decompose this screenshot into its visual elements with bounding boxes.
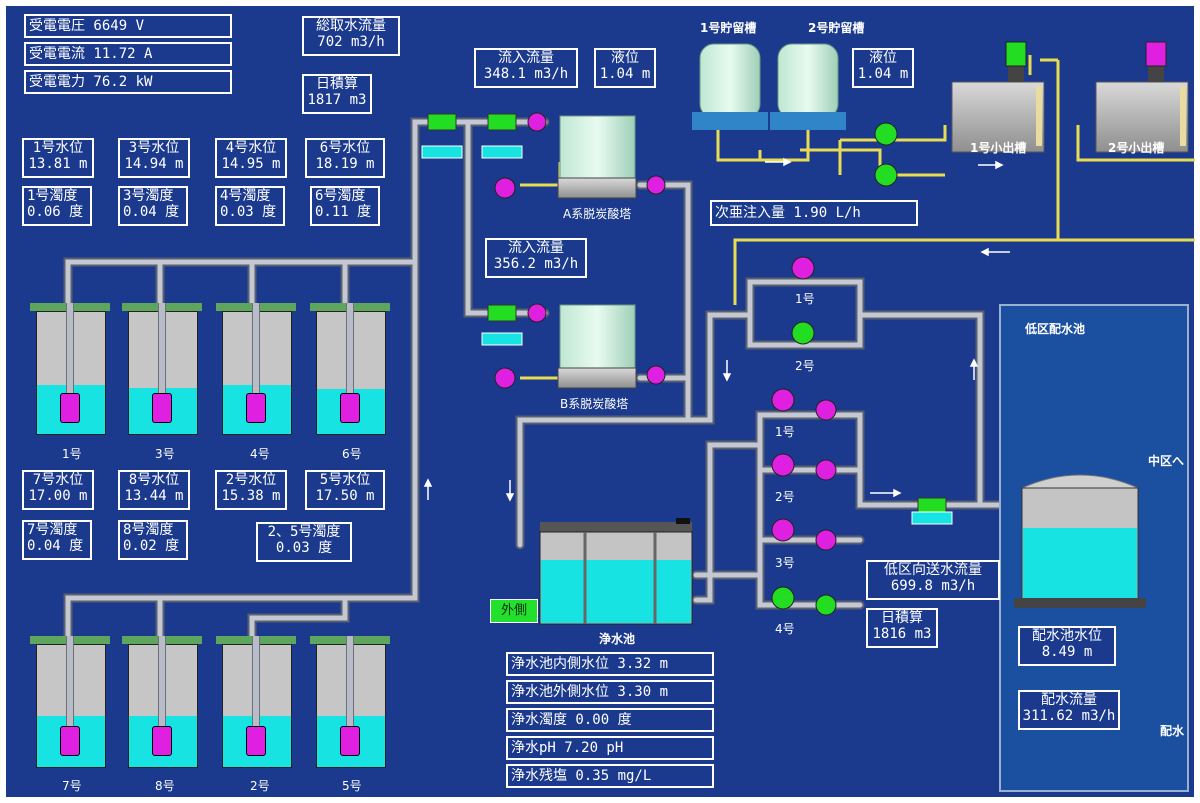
flow-arrows <box>423 157 1010 502</box>
clear-well-outer-level: 浄水池外側水位 3.30 m <box>506 680 714 704</box>
well-pump[interactable] <box>152 393 172 423</box>
mixing-tank-1-label: 1号小出槽 <box>970 141 1027 155</box>
to-middle-zone-label: 中区へ <box>1148 454 1185 468</box>
well-label: 1号 <box>62 447 82 461</box>
receive-power: 受電電力 76.2 kW <box>24 70 232 94</box>
well-label: 7号 <box>62 779 82 793</box>
well-label: 6号 <box>342 447 362 461</box>
clear-ph: 浄水pH 7.20 pH <box>506 736 714 760</box>
storage-tank-2-label: 2号貯留槽 <box>808 21 865 35</box>
degasifier-b <box>557 304 637 389</box>
well-pump[interactable] <box>246 726 266 756</box>
booster-pump-1-label: 1号 <box>795 292 815 306</box>
pumps <box>494 112 898 616</box>
booster-pump-2-label: 2号 <box>795 359 815 373</box>
transfer-pump-3-label: 3号 <box>775 556 795 570</box>
transfer-pump-1-label: 1号 <box>775 425 795 439</box>
hypochlorite-dose: 次亜注入量 1.90 L/h <box>710 200 918 226</box>
well-3[interactable] <box>122 303 202 435</box>
clear-well-tank <box>539 518 693 625</box>
well-4[interactable] <box>216 303 296 435</box>
storage-tank-1-label: 1号貯留槽 <box>700 21 757 35</box>
clear-well-inner-level: 浄水池内側水位 3.32 m <box>506 652 714 676</box>
clear-chlorine: 浄水残塩 0.35 mg/L <box>506 764 714 788</box>
well-pump[interactable] <box>152 726 172 756</box>
outside-button[interactable]: 外側 <box>490 599 538 623</box>
mixing-tanks <box>951 41 1189 153</box>
well-pump[interactable] <box>60 393 80 423</box>
well-8[interactable] <box>122 636 202 768</box>
clear-turbidity: 浄水濁度 0.00 度 <box>506 708 714 732</box>
well-5[interactable] <box>310 636 390 768</box>
clear-well-label: 浄水池 <box>599 632 636 646</box>
degas-a-label: A系脱炭酸塔 <box>563 207 632 221</box>
receive-voltage: 受電電圧 6649 V <box>24 14 232 38</box>
distribution-label: 配水 <box>1160 724 1185 738</box>
well-pump[interactable] <box>60 726 80 756</box>
well-pump[interactable] <box>246 393 266 423</box>
mixing-tank-2-label: 2号小出槽 <box>1108 141 1165 155</box>
transfer-pump-2-label: 2号 <box>775 490 795 504</box>
well-label: 2号 <box>250 779 270 793</box>
receive-current: 受電電流 11.72 A <box>24 42 232 66</box>
transfer-pump-4-label: 4号 <box>775 622 795 636</box>
well-pump[interactable] <box>340 726 360 756</box>
well-2[interactable] <box>216 636 296 768</box>
well-label: 8号 <box>155 779 175 793</box>
well-pump[interactable] <box>340 393 360 423</box>
well-label: 3号 <box>155 447 175 461</box>
well-7[interactable] <box>30 636 110 768</box>
well-label: 4号 <box>250 447 270 461</box>
storage-tanks <box>692 43 846 130</box>
well-1[interactable] <box>30 303 110 435</box>
flow-meters <box>421 113 1179 665</box>
well-6[interactable] <box>310 303 390 435</box>
degas-b-label: B系脱炭酸塔 <box>560 397 629 411</box>
well-label: 5号 <box>342 779 362 793</box>
reservoir-label: 低区配水池 <box>1025 322 1086 336</box>
degasifier-a <box>557 115 637 199</box>
